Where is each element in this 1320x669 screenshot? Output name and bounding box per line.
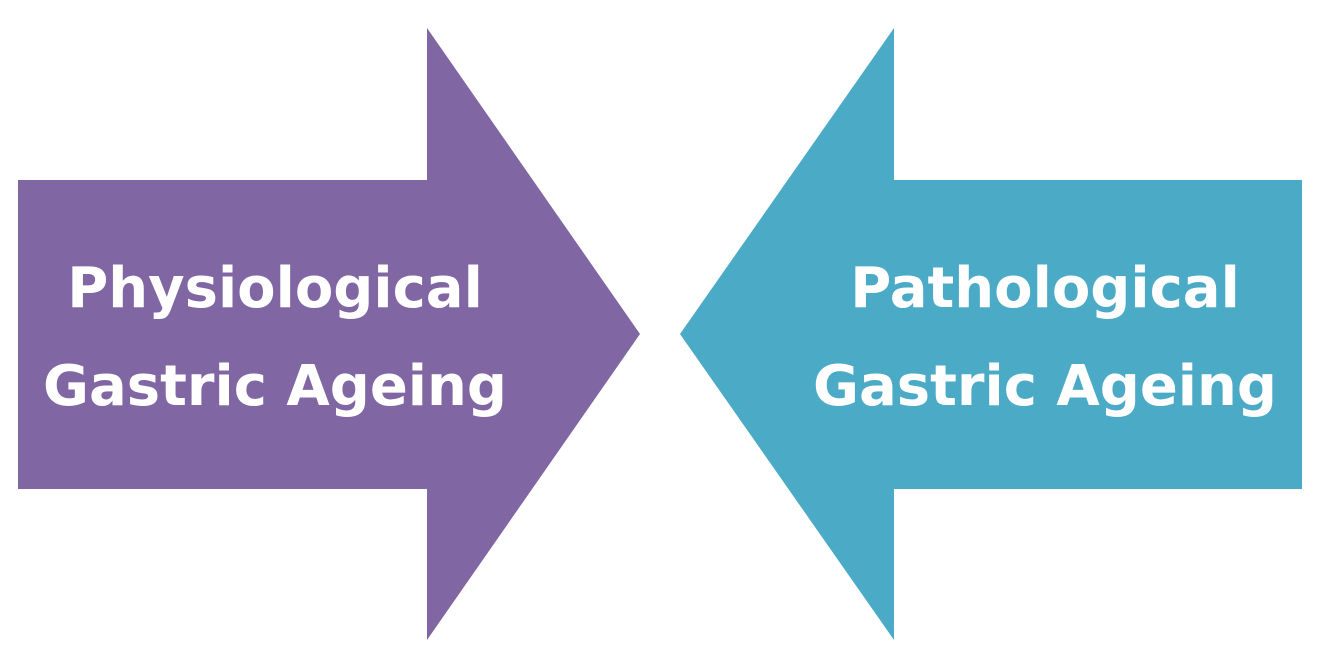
pathological-label-line-2: Gastric Ageing [813,354,1277,419]
pathological-label: Pathological Gastric Ageing [790,240,1300,436]
physiological-label: Physiological Gastric Ageing [20,240,530,436]
physiological-arrow [18,28,640,640]
physiological-label-line-1: Physiological [67,256,483,321]
pathological-label-line-1: Pathological [850,256,1240,321]
pathological-arrow [680,28,1302,640]
physiological-label-line-2: Gastric Ageing [43,354,507,419]
